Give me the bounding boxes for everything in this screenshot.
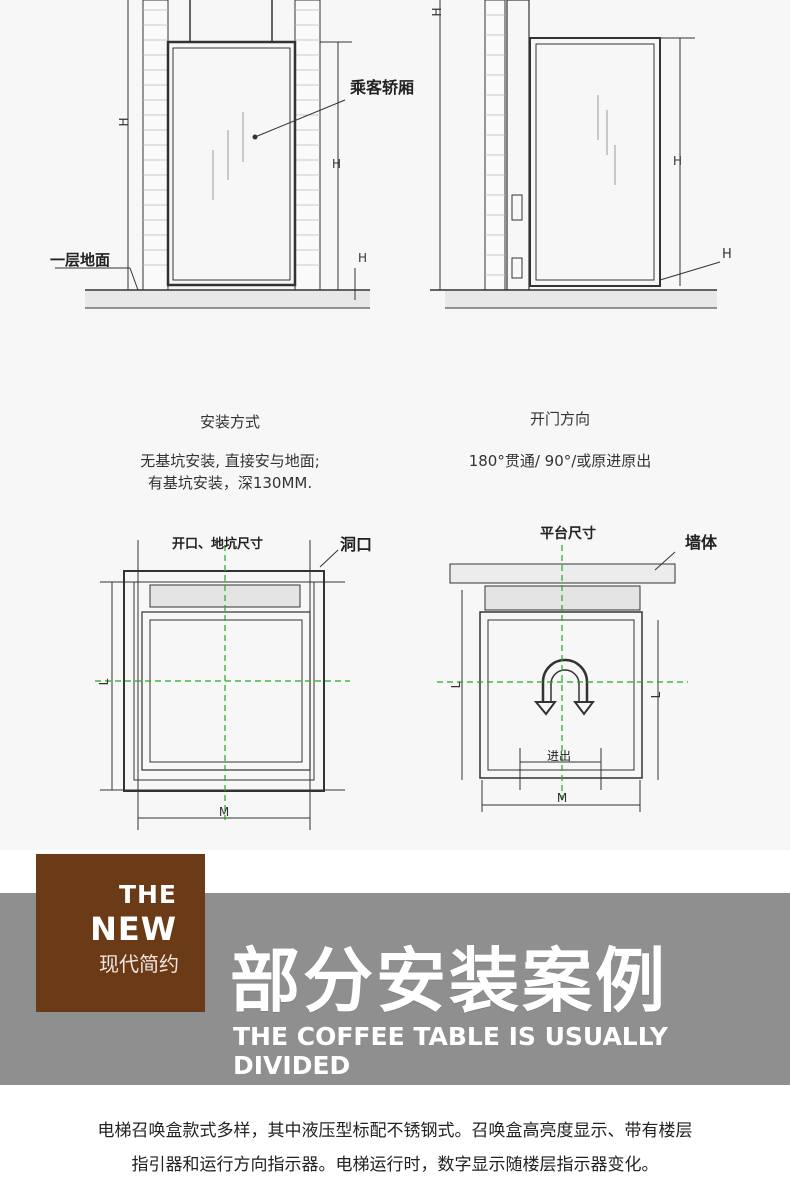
brand-box: THE NEW 现代简约 bbox=[36, 854, 205, 1012]
description-line2: 指引器和运行方向指示器。电梯运行时，数字显示随楼层指示器变化。 bbox=[131, 1155, 659, 1175]
section-title: 部分安装案例 bbox=[230, 940, 668, 1022]
label-opening: 开口、地坑尺寸 bbox=[172, 536, 263, 552]
drawing-area: H H H 乘客轿厢 一层地面 bbox=[50, 0, 732, 830]
dim-h-side-label: H bbox=[722, 247, 732, 262]
description-line1: 电梯召唤盒款式多样，其中液压型标配不锈钢式。召唤盒高亮度显示、带有楼层 bbox=[97, 1121, 693, 1141]
install-title: 安装方式 bbox=[199, 413, 260, 431]
plan-opening bbox=[100, 540, 345, 830]
dim-m-left: M bbox=[219, 805, 229, 819]
brand-the: THE bbox=[118, 880, 177, 909]
door-line1: 180°贯通/ 90°/或原进原出 bbox=[468, 452, 652, 470]
dim-l-right-a: L bbox=[449, 681, 463, 688]
dim-m-right: M bbox=[557, 791, 567, 805]
install-line2: 有基坑安装，深130MM. bbox=[147, 474, 313, 492]
label-ground: 一层地面 bbox=[50, 251, 110, 269]
label-wall: 墙体 bbox=[685, 533, 718, 552]
front-elevation bbox=[55, 0, 370, 309]
label-cabin: 乘客轿厢 bbox=[349, 78, 414, 97]
label-platform: 平台尺寸 bbox=[540, 525, 596, 542]
label-in-out: 进出 bbox=[547, 749, 571, 763]
door-title: 开门方向 bbox=[529, 410, 590, 428]
dim-h-left: H bbox=[117, 117, 131, 126]
install-line1: 无基坑安装, 直接安与地面; bbox=[140, 452, 320, 470]
brand-modern: 现代简约 bbox=[99, 952, 179, 976]
section-subtitle: THE COFFEE TABLE IS USUALLY DIVIDED bbox=[233, 1022, 668, 1080]
elevator-drawings: H H H 乘客轿厢 一层地面 bbox=[50, 0, 732, 830]
dim-h-right: H bbox=[332, 157, 341, 171]
dim-h-side-right: H bbox=[673, 154, 682, 168]
brand-new: NEW bbox=[90, 910, 177, 948]
dim-l-right-b: L bbox=[649, 691, 663, 698]
dim-l-left: L bbox=[97, 678, 111, 685]
dim-h-bottom: H bbox=[358, 251, 367, 265]
label-hole: 洞口 bbox=[340, 535, 372, 554]
dim-h-side-left: H bbox=[430, 7, 444, 16]
side-elevation bbox=[430, 0, 721, 309]
